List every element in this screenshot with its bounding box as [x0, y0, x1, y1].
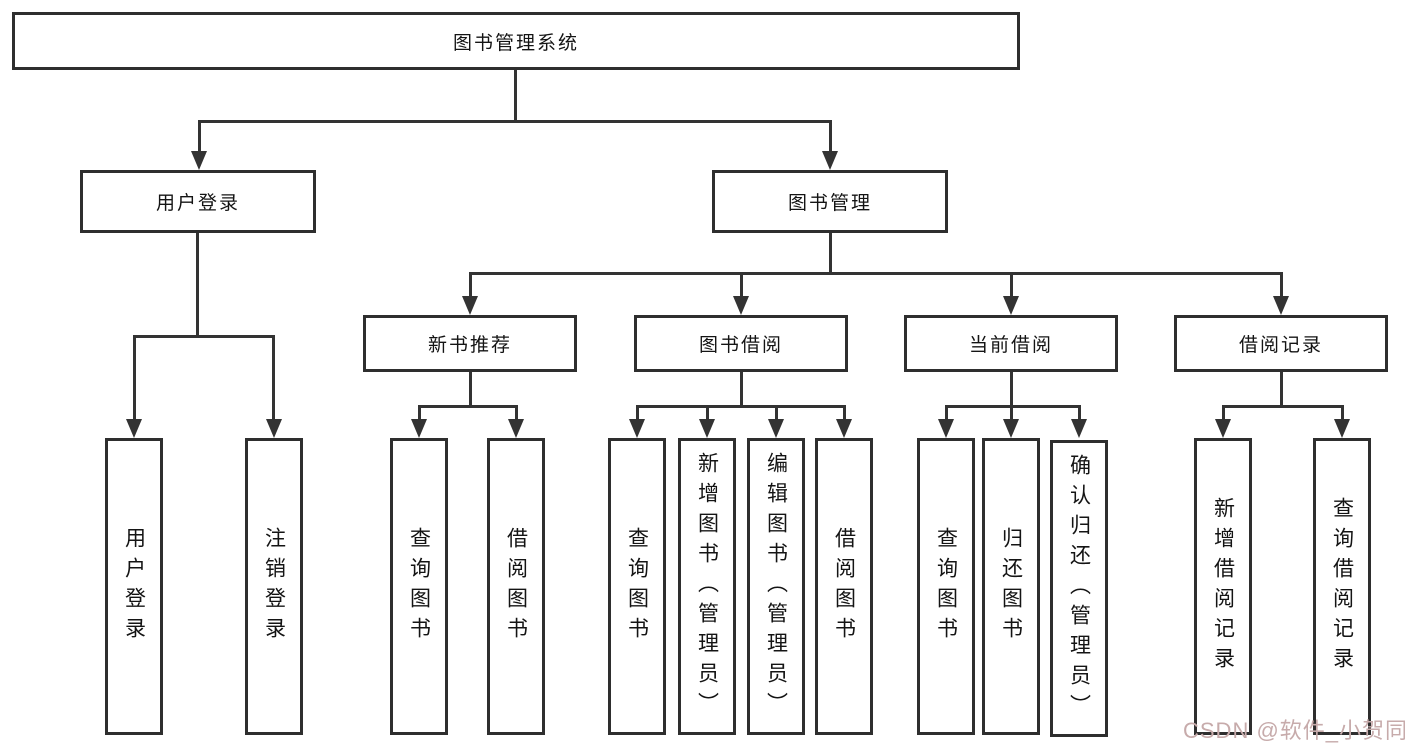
node-label: 新增借阅记录 [1211, 496, 1235, 677]
edge-to-bb-borrow [843, 405, 846, 423]
edge-bb-rail [636, 405, 846, 408]
node-label: 查询图书 [407, 526, 431, 647]
arrow-down-icon [191, 151, 207, 170]
edge-to-user-login [198, 120, 201, 156]
node-label: 图书借阅 [698, 335, 783, 356]
edge-to-leaf-logout [272, 335, 275, 423]
edge-book-management-stem [829, 232, 832, 274]
edge-book-management-rail [469, 272, 1283, 275]
node-cb-return-books: 归还图书 [982, 438, 1040, 735]
node-bb-add-books: 新增图书（管理员） [678, 438, 736, 735]
edge-user-login-rail [133, 335, 275, 338]
node-label: 注销登录 [262, 526, 286, 647]
node-cb-query-books: 查询图书 [917, 438, 975, 735]
edge-to-bb-query [636, 405, 639, 423]
node-leaf-logout: 注销登录 [245, 438, 303, 735]
edge-to-br-query [1341, 405, 1344, 423]
edge-to-bb-add [706, 405, 709, 423]
arrow-down-icon [629, 419, 645, 438]
edge-to-leaf-user-login [133, 335, 136, 423]
arrow-down-icon [126, 419, 142, 438]
arrow-down-icon [1334, 419, 1350, 438]
arrow-down-icon [411, 419, 427, 438]
arrow-down-icon [699, 419, 715, 438]
node-bb-borrow-books: 借阅图书 [815, 438, 873, 735]
arrow-down-icon [1273, 296, 1289, 315]
edge-to-cb-return [1010, 405, 1013, 423]
arrow-down-icon [462, 296, 478, 315]
node-label: 新书推荐 [427, 335, 512, 356]
node-label: 确认归还（管理员） [1067, 453, 1091, 724]
node-book-management: 图书管理 [712, 170, 948, 233]
edge-to-book-management [829, 120, 832, 156]
node-label: 新增图书（管理员） [695, 451, 719, 722]
node-user-login: 用户登录 [80, 170, 316, 233]
node-label: 借阅图书 [504, 526, 528, 647]
edge-user-login-stem [196, 232, 199, 338]
edge-to-nbr-query [418, 405, 421, 423]
node-label: 查询图书 [934, 526, 958, 647]
edge-to-nbr-borrow [515, 405, 518, 423]
edge-br-stem [1280, 372, 1283, 407]
arrow-down-icon [768, 419, 784, 438]
arrow-down-icon [822, 151, 838, 170]
arrow-down-icon [1003, 296, 1019, 315]
edge-to-borrow-records [1280, 272, 1283, 300]
edge-cb-rail [945, 405, 1081, 408]
edge-to-current-borrow [1010, 272, 1013, 300]
edge-to-new-book-recommend [469, 272, 472, 300]
edge-to-book-borrow [740, 272, 743, 300]
node-book-borrow: 图书借阅 [634, 315, 848, 372]
node-label: 图书管理 [787, 193, 872, 214]
node-label: 用户登录 [122, 526, 146, 647]
edge-bb-stem [740, 372, 743, 407]
arrow-down-icon [938, 419, 954, 438]
arrow-down-icon [1215, 419, 1231, 438]
node-label: 借阅图书 [832, 526, 856, 647]
node-borrow-records: 借阅记录 [1174, 315, 1388, 372]
node-br-add-record: 新增借阅记录 [1194, 438, 1252, 735]
node-label: 编辑图书（管理员） [764, 451, 788, 722]
edge-root-stem [514, 70, 517, 122]
arrow-down-icon [733, 296, 749, 315]
node-label: 查询借阅记录 [1330, 496, 1354, 677]
edge-nbr-stem [469, 372, 472, 407]
node-nbr-borrow-books: 借阅图书 [487, 438, 545, 735]
arrow-down-icon [1003, 419, 1019, 438]
arrow-down-icon [836, 419, 852, 438]
node-label: 查询图书 [625, 526, 649, 647]
node-label: 归还图书 [999, 526, 1023, 647]
node-label: 用户登录 [155, 193, 240, 214]
edge-to-cb-query [945, 405, 948, 423]
node-label: 图书管理系统 [452, 32, 579, 54]
node-cb-confirm-return: 确认归还（管理员） [1050, 440, 1108, 737]
edge-br-rail [1222, 405, 1344, 408]
node-library-management-system: 图书管理系统 [12, 12, 1020, 70]
edge-to-bb-edit [775, 405, 778, 423]
node-current-borrow: 当前借阅 [904, 315, 1118, 372]
node-bb-query-books: 查询图书 [608, 438, 666, 735]
edge-cb-stem [1010, 372, 1013, 407]
edge-nbr-rail [418, 405, 518, 408]
arrow-down-icon [266, 419, 282, 438]
node-nbr-query-books: 查询图书 [390, 438, 448, 735]
node-new-book-recommend: 新书推荐 [363, 315, 577, 372]
node-br-query-record: 查询借阅记录 [1313, 438, 1371, 735]
node-label: 当前借阅 [968, 335, 1053, 356]
node-leaf-user-login: 用户登录 [105, 438, 163, 735]
edge-to-cb-confirm [1078, 405, 1081, 423]
edge-to-br-add [1222, 405, 1225, 423]
arrow-down-icon [508, 419, 524, 438]
node-label: 借阅记录 [1238, 335, 1323, 356]
edge-root-rail [198, 120, 832, 123]
node-bb-edit-books: 编辑图书（管理员） [747, 438, 805, 735]
arrow-down-icon [1071, 419, 1087, 438]
